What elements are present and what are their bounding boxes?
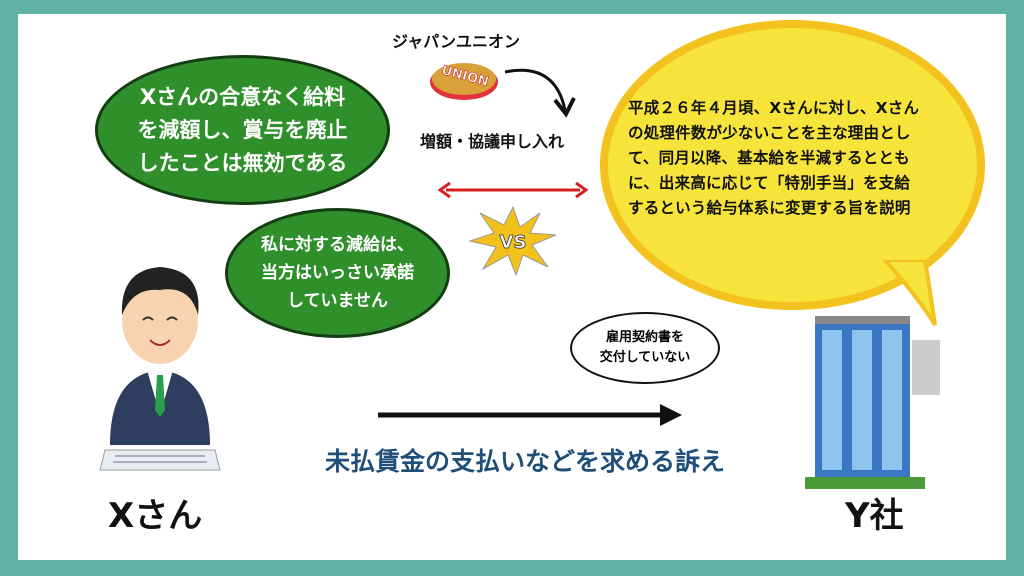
defendant-label: Y社 (845, 496, 904, 536)
person-x-illustration (99, 267, 221, 471)
x-statement-bubble: 私に対する減給は、 当方はいっさい承諾 していません (225, 208, 450, 338)
union-action: 増額・協議申し入れ (420, 132, 565, 151)
line: 交付していない (599, 350, 691, 365)
double-arrow-icon (438, 181, 588, 199)
lawsuit-arrow-icon (378, 404, 682, 426)
building-y-illustration (805, 316, 940, 489)
lawsuit-text: 未払賃金の支払いなどを求める訴え (324, 447, 725, 476)
line: していません (287, 291, 388, 311)
line: 私に対する減給は、 (261, 235, 414, 255)
line: したことは無効である (137, 150, 348, 175)
vs-burst-icon: VS (468, 205, 557, 277)
line: て、同月以降、基本給を半減するととも (628, 149, 910, 167)
union-name: ジャパンユニオン (392, 32, 521, 51)
curved-arrow-icon (504, 68, 576, 118)
line: 平成２６年４月頃、Xさんに対し、Xさん (628, 99, 920, 117)
union-logo: UNION (430, 63, 498, 100)
no-contract-bubble: 雇用契約書を 交付していない (570, 312, 720, 384)
company-explanation-text: 平成２６年４月頃、Xさんに対し、Xさん の処理件数が少ないことを主な理由とし て… (628, 96, 968, 221)
yellow-bubble-tail (882, 260, 937, 327)
line: の処理件数が少ないことを主な理由とし (628, 124, 911, 142)
line: 当方はいっさい承諾 (261, 263, 414, 283)
plaintiff-label: Xさん (108, 496, 203, 536)
line: に、出来高に応じて「特別手当」を支給 (628, 174, 911, 192)
x-claim-bubble: Xさんの合意なく給料 を減額し、賞与を廃止 したことは無効である (95, 55, 390, 205)
line: Xさんの合意なく給料 (139, 84, 346, 109)
line: を減額し、賞与を廃止 (137, 117, 348, 142)
line: 雇用契約書を (605, 330, 684, 345)
svg-text:VS: VS (500, 232, 527, 253)
line: するという給与体系に変更する旨を説明 (628, 199, 911, 217)
